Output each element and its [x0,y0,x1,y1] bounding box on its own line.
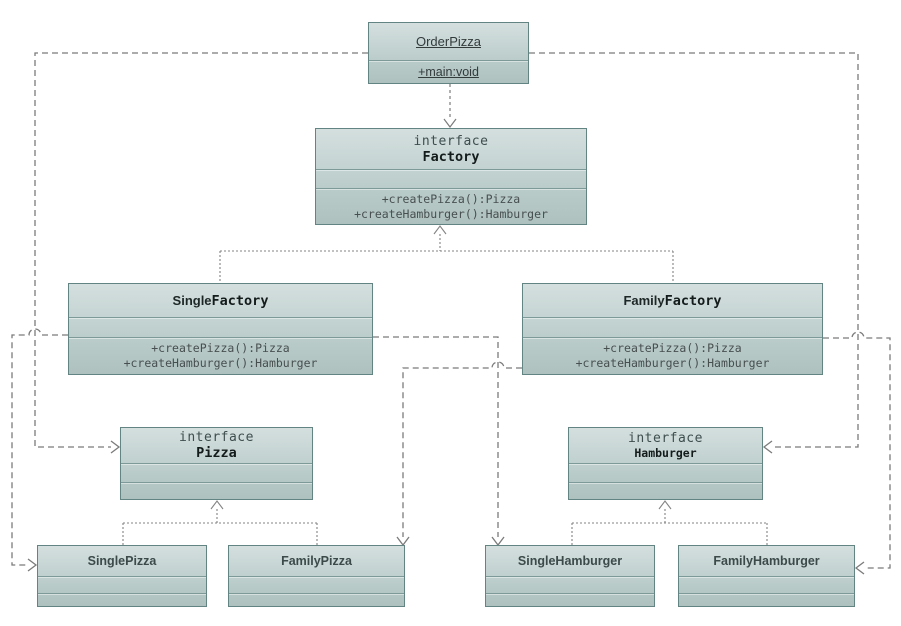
attributes-compartment [486,576,654,593]
class-title-compartment: FamilyPizza [229,546,404,576]
class-box-singlepizza: SinglePizza [37,545,207,607]
class-name-familyhamburger: FamilyHamburger [713,554,820,568]
methods-compartment: +createPizza():Pizza +createHamburger():… [316,188,586,224]
class-name-familypizza: FamilyPizza [281,554,352,568]
interface-name-factory: Factory [422,148,480,165]
edge-factories-realize-factory [219,225,674,283]
interface-box-factory: interface Factory +createPizza():Pizza +… [315,128,587,225]
edge-familyfactory-familyhamburger [823,331,891,575]
edge-singlefactory-singlepizza [11,328,68,572]
methods-compartment [38,593,206,606]
class-box-familyhamburger: FamilyHamburger [678,545,855,607]
class-box-orderpizza: OrderPizza +main:void [368,22,529,84]
class-title-compartment: SinglePizza [38,546,206,576]
method-createhamburger: +createHamburger():Hamburger [354,206,548,221]
class-title-compartment: FamilyHamburger [679,546,854,576]
attributes-compartment [38,576,206,593]
class-title-compartment: interface Factory [316,129,586,169]
attributes-compartment [69,317,372,337]
class-name-singlehamburger: SingleHamburger [517,554,623,568]
interface-name-hamburger: Hamburger [634,446,697,460]
attributes-compartment [316,169,586,188]
edge-hamburgers-realize-hamburger [571,500,768,545]
edge-orderpizza-pizza [34,52,368,454]
method-createpizza: +createPizza():Pizza [151,341,290,355]
method-createpizza: +createPizza():Pizza [603,341,742,355]
interface-box-hamburger: interface Hamburger [568,427,763,500]
class-title-compartment: SingleHamburger [486,546,654,576]
methods-compartment [569,482,762,499]
stereotype-label: interface [413,133,489,149]
attributes-compartment [523,317,822,337]
class-name-singlepizza: SinglePizza [87,554,157,568]
stereotype-label: interface [628,431,703,446]
method-createhamburger: +createHamburger():Hamburger [123,356,318,370]
class-box-familypizza: FamilyPizza [228,545,405,607]
method-createhamburger: +createHamburger():Hamburger [575,356,770,370]
attributes-compartment [679,576,854,593]
attributes-compartment [569,463,762,482]
methods-compartment [679,593,854,606]
method-createpizza: +createPizza():Pizza [381,191,521,206]
methods-compartment: +main:void [369,60,528,83]
edge-orderpizza-hamburger [529,52,859,454]
class-box-singlehamburger: SingleHamburger [485,545,655,607]
methods-compartment [121,482,312,499]
class-title-compartment: interface Hamburger [569,428,762,463]
methods-compartment [229,593,404,606]
edge-familyfactory-familypizza [396,361,522,547]
methods-compartment [486,593,654,606]
stereotype-label: interface [179,430,254,445]
edge-pizzas-realize-pizza [122,500,318,545]
edge-orderpizza-factory [443,84,457,128]
class-name-orderpizza: OrderPizza [415,34,482,49]
class-title-compartment: interface Pizza [121,428,312,463]
method-main: +main:void [418,65,479,79]
methods-compartment: +createPizza():Pizza +createHamburger():… [69,337,372,374]
attributes-compartment [229,576,404,593]
interface-name-pizza: Pizza [196,445,237,461]
attributes-compartment [121,463,312,482]
interface-box-pizza: interface Pizza [120,427,313,500]
class-title-compartment: OrderPizza [369,23,528,60]
methods-compartment: +createPizza():Pizza +createHamburger():… [523,337,822,374]
